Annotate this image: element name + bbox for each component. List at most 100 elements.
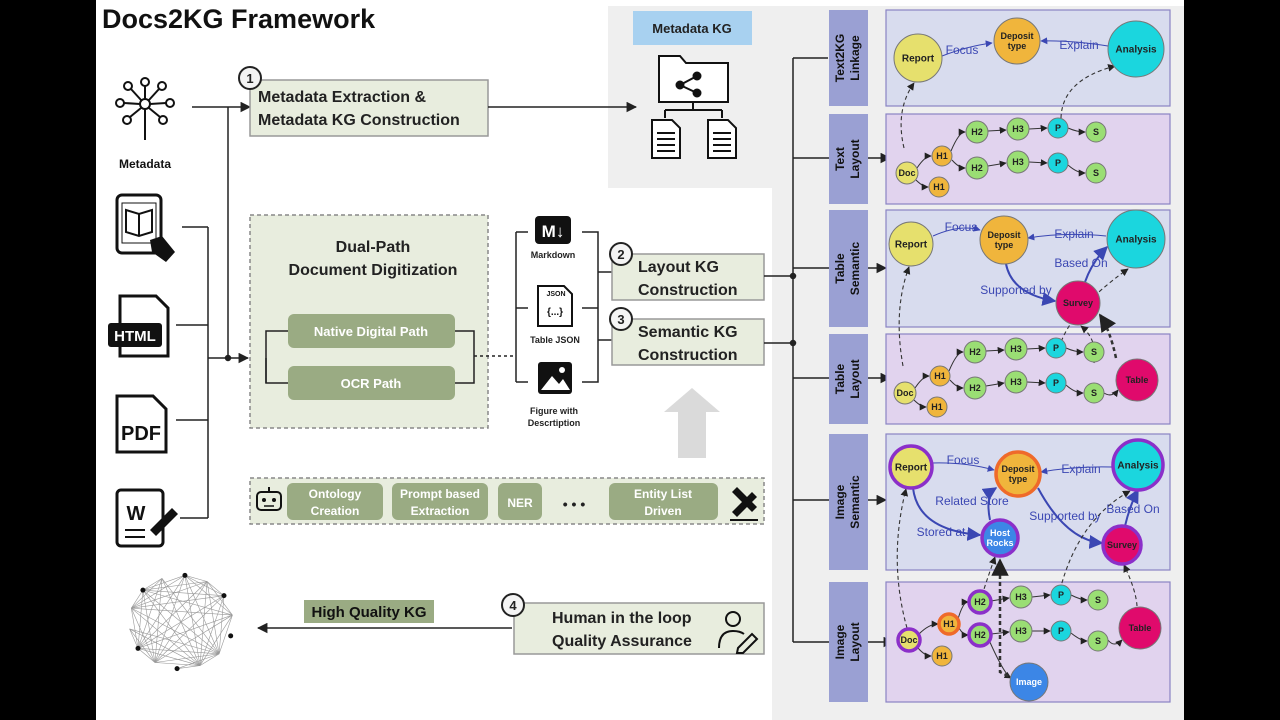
- svg-text:H2: H2: [974, 597, 986, 607]
- ilay-node-image: Image: [1009, 662, 1049, 702]
- svg-text:H1: H1: [934, 371, 946, 381]
- svg-text:Text2KG: Text2KG: [833, 34, 847, 82]
- textlayout-edge: [987, 160, 1007, 168]
- link-imagetable-survey: [1123, 564, 1138, 607]
- svg-text:P: P: [1053, 378, 1059, 388]
- svg-text:Image: Image: [833, 484, 847, 519]
- svg-text:Layout: Layout: [848, 139, 862, 178]
- ilay-node-h1b: H1: [931, 645, 953, 667]
- svg-text:Layout: Layout: [848, 359, 862, 398]
- tlay-edge-s-table: [1103, 389, 1119, 398]
- ilay-edge: [958, 627, 969, 639]
- ilay-node-pb: P: [1050, 620, 1072, 642]
- tablelayout-node-h1b: H1: [926, 396, 948, 418]
- isem-node-analysis: Analysis: [1111, 438, 1165, 492]
- tablelayout-node-pb: P: [1045, 372, 1067, 394]
- svg-text:4: 4: [509, 598, 517, 613]
- isem-label-based: Based On: [1106, 502, 1159, 516]
- textlayout-node-h1b: H1: [928, 176, 950, 198]
- svg-text:P: P: [1058, 590, 1064, 600]
- html-file-icon: HTML: [108, 294, 170, 358]
- isem-edge-stored: [912, 487, 982, 541]
- document-icon: [707, 119, 737, 159]
- link-imagedoc-report: [896, 488, 909, 629]
- hq-kg-badge: [304, 600, 434, 623]
- svg-text:Doc: Doc: [900, 635, 917, 645]
- t2k-node-report: Report: [893, 33, 943, 83]
- textlayout-node-pb: P: [1047, 152, 1069, 174]
- image-icon: [538, 362, 572, 394]
- step3-line2: Construction: [638, 347, 738, 364]
- method-entity-2: Driven: [644, 504, 681, 518]
- svg-text:S: S: [1091, 388, 1097, 398]
- svg-text:Table: Table: [833, 253, 847, 284]
- step1-line1: Metadata Extraction &: [258, 89, 426, 106]
- textlayout-node-h2a: H2: [965, 120, 989, 144]
- svg-text:H3: H3: [1015, 592, 1027, 602]
- method-entity-1: Entity List: [634, 487, 692, 501]
- isem-edge-related: [981, 487, 998, 521]
- link-tables-survey-bold: [1098, 313, 1118, 359]
- svg-text:Semantic: Semantic: [848, 475, 862, 529]
- isem-node-report: Report: [888, 444, 934, 490]
- shared-folder-icon: [658, 55, 729, 118]
- link-textp-analysis: [1060, 64, 1116, 119]
- tablet-reader-icon: [115, 193, 175, 262]
- ilay-node-sb: S: [1087, 630, 1109, 652]
- step1-line2: Metadata KG Construction: [258, 112, 460, 129]
- textlayout-edge: [1028, 124, 1048, 132]
- step4-box: Human in the loop Quality Assurance: [513, 602, 765, 655]
- svg-text:H3: H3: [1010, 344, 1022, 354]
- ilay-edge: [917, 647, 932, 660]
- tlay-node-table: Table: [1115, 358, 1159, 402]
- step2-line2: Construction: [638, 282, 738, 299]
- input-connectors: [176, 101, 252, 519]
- method-prompt-1: Prompt based: [400, 487, 480, 501]
- svg-text:Doc: Doc: [896, 388, 913, 398]
- tsem-edge-based: [1084, 246, 1108, 283]
- ilay-node-h2b: H2: [967, 622, 993, 648]
- svg-text:H2: H2: [969, 383, 981, 393]
- method-prompt-2: Extraction: [411, 504, 470, 518]
- t2k-node-analysis: Analysis: [1107, 20, 1165, 78]
- svg-text:Rocks: Rocks: [986, 538, 1013, 548]
- step4-number: 4: [501, 593, 525, 617]
- svg-text:Report: Report: [895, 463, 928, 474]
- ilay-edge: [1070, 594, 1088, 604]
- textlayout-node-h3a: H3: [1006, 117, 1030, 141]
- tsem-edge-supported: [1005, 263, 1057, 306]
- svg-text:Report: Report: [902, 54, 935, 65]
- svg-text:Survey: Survey: [1063, 298, 1093, 308]
- ilay-node-h2a: H2: [967, 589, 993, 615]
- step4-line2: Quality Assurance: [552, 633, 692, 650]
- up-arrow: [664, 388, 720, 458]
- svg-text:Linkage: Linkage: [848, 35, 862, 81]
- t2k-edge-explain: [1040, 37, 1109, 47]
- tablelayout-node-doc: Doc: [893, 381, 917, 405]
- ocr-path: OCR Path: [341, 376, 402, 391]
- tablelayout-edge: [985, 346, 1005, 354]
- textlayout-edge: [1028, 159, 1048, 167]
- pdf-file-icon: PDF: [115, 394, 168, 454]
- svg-text:H1: H1: [936, 651, 948, 661]
- step2-line1: Layout KG: [638, 259, 719, 276]
- tablelayout-node-sb: S: [1083, 382, 1105, 404]
- tablelayout-node-h3b: H3: [1004, 370, 1028, 394]
- tablelayout-edge: [985, 380, 1005, 388]
- figure-label-1: Figure with: [530, 406, 578, 416]
- page-title: Docs2KG Framework: [102, 4, 376, 34]
- tablelayout-edge: [1065, 347, 1084, 356]
- textlayout-node-doc: Doc: [895, 161, 919, 185]
- svg-text:H2: H2: [974, 630, 986, 640]
- isem-label-supported: Supported by: [1029, 509, 1100, 523]
- svg-text:Image: Image: [833, 624, 847, 659]
- textlayout-edge: [916, 152, 932, 169]
- link-image-bold: [998, 600, 1009, 678]
- svg-text:PDF: PDF: [121, 423, 161, 445]
- isem-label-focus: Focus: [947, 453, 980, 467]
- tsem-label-based: Based On: [1054, 256, 1107, 270]
